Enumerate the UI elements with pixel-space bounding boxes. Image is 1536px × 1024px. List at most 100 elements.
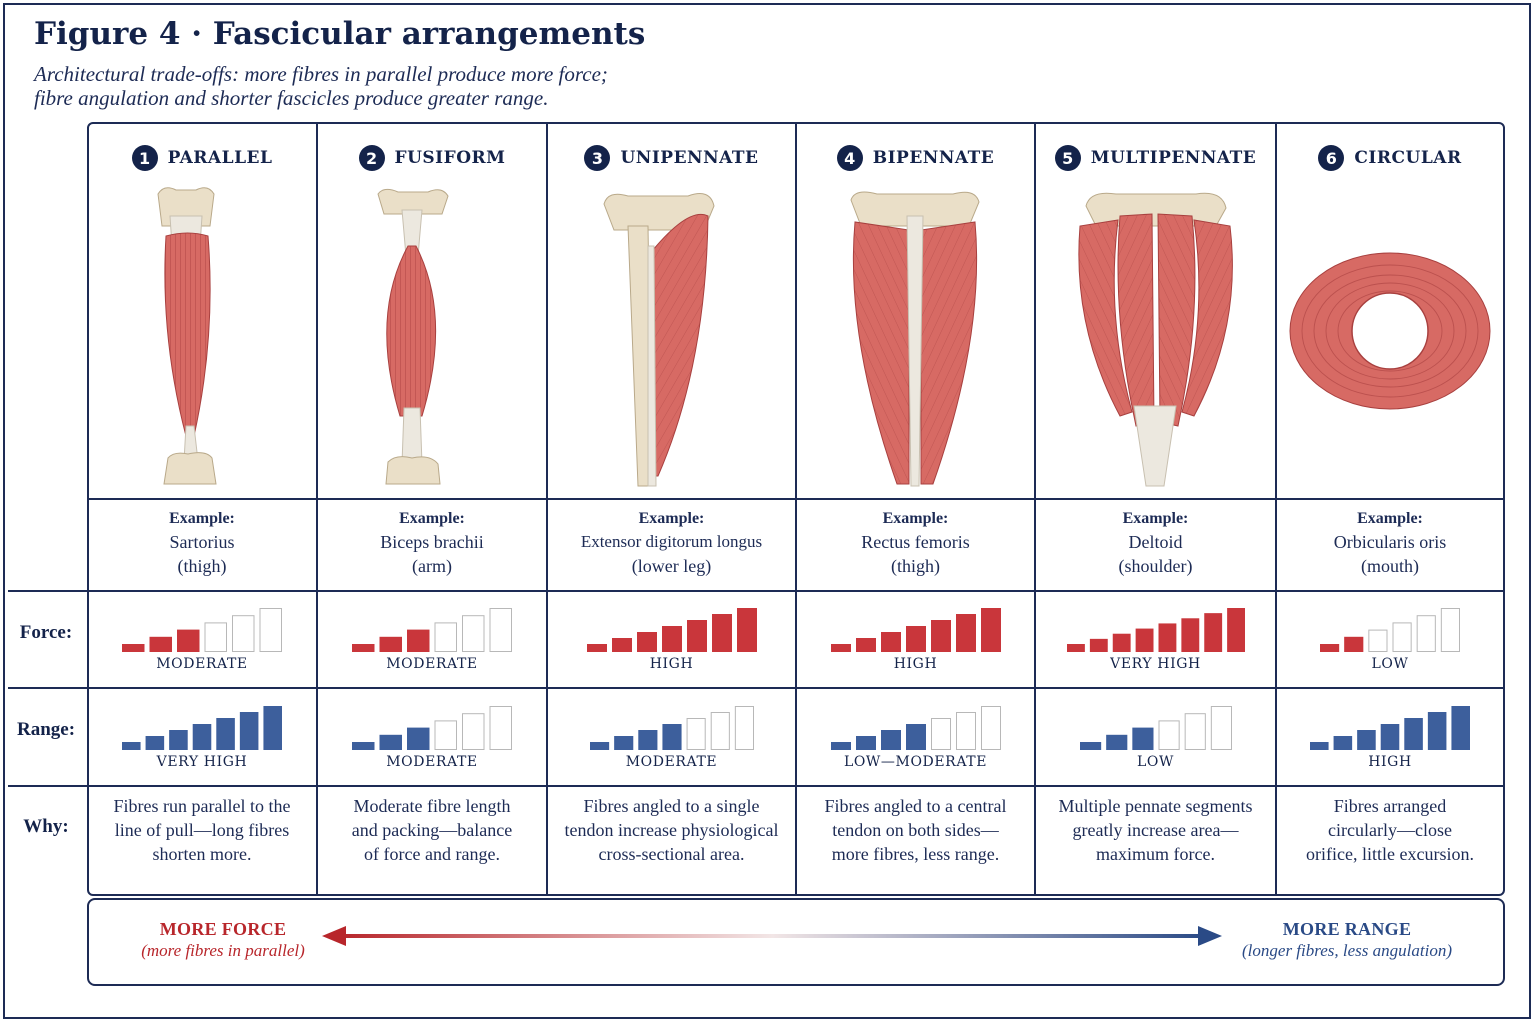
why-line: and packing—balance [351, 820, 513, 840]
why-unipennate: Fibres angled to a single tendon increas… [548, 794, 795, 866]
example-label: Example: [169, 510, 235, 527]
example-muscle: Deltoid [1128, 532, 1183, 552]
column-header-unipennate: 3 UNIPENNATE [548, 142, 795, 174]
force-bars [352, 608, 512, 652]
range-level-bar [880, 730, 901, 750]
number-badge: 4 [836, 145, 863, 171]
parallel-muscle-illustration [157, 187, 217, 485]
why-line: Multiple pennate segments [1058, 796, 1253, 816]
range-level-bar [1210, 706, 1232, 750]
more-force-title: MORE FORCE [159, 919, 287, 939]
range-level-bar [855, 736, 876, 750]
force-level-bar [232, 615, 255, 652]
column-header-bipennate: 4 BIPENNATE [797, 142, 1034, 174]
more-range-label: MORE RANGE (longer fibres, less angulati… [1222, 918, 1472, 962]
force-level-label: MODERATE [156, 656, 248, 672]
range-level-label: VERY HIGH [156, 754, 248, 770]
column-divider [1275, 122, 1277, 896]
number-badge: 2 [358, 145, 385, 171]
range-bars [830, 706, 1001, 750]
range-level-bar [1333, 736, 1353, 750]
why-fusiform: Moderate fibre length and packing—balanc… [318, 794, 546, 866]
range-level-label: MODERATE [625, 754, 718, 770]
force-level-label: MODERATE [386, 656, 478, 672]
force-level-bar [462, 615, 485, 652]
circular-muscle-illustration [1289, 252, 1491, 410]
example-region: (thigh) [891, 556, 940, 576]
range-level-bar [1079, 742, 1101, 750]
example-multipennate: Example: Deltoid (shoulder) [1036, 508, 1275, 584]
force-level-bar [352, 644, 375, 652]
force-meter-bipennate: HIGH [797, 604, 1034, 672]
example-muscle: Orbicularis oris [1333, 532, 1447, 552]
example-region: (arm) [412, 556, 452, 576]
range-meter-fusiform: MODERATE [318, 702, 546, 770]
example-label: Example: [399, 510, 465, 527]
example-label: Example: [638, 510, 705, 527]
why-line: Fibres angled to a central [824, 796, 1007, 816]
why-line: circularly—close [1328, 820, 1452, 840]
range-level-bar [1357, 730, 1376, 750]
example-unipennate: Example: Extensor digitorum longus (lowe… [548, 508, 795, 584]
force-level-bar [259, 608, 282, 652]
why-line: tendon increase physiological [564, 820, 779, 840]
unipennate-muscle-illustration [603, 193, 715, 487]
example-muscle: Extensor digitorum longus [580, 532, 763, 551]
range-bars [1079, 706, 1232, 750]
range-level-bar [407, 727, 430, 750]
figure-subtitle: Architectural trade-offs: more fibres in… [34, 62, 794, 110]
force-level-bar [434, 622, 457, 652]
force-bars [1066, 608, 1245, 652]
range-level-bar [192, 724, 212, 750]
range-level-bar [352, 742, 375, 750]
force-level-bar [1226, 608, 1245, 652]
range-level-bar [462, 713, 485, 750]
range-level-bar [122, 742, 141, 750]
range-level-bar [613, 736, 633, 750]
range-level-bar [263, 706, 282, 750]
force-level-label: VERY HIGH [1110, 656, 1201, 672]
force-level-bar [1158, 623, 1176, 652]
force-level-bar [930, 620, 951, 652]
range-level-bar [955, 712, 976, 750]
example-label: Example: [1357, 510, 1423, 527]
why-multipennate: Multiple pennate segments greatly increa… [1036, 794, 1275, 866]
range-bars [122, 706, 282, 750]
arrangement-name: UNIPENNATE [620, 148, 759, 168]
force-level-bar [1416, 615, 1436, 652]
subtitle-line: Architectural trade-offs: more fibres in… [34, 62, 608, 86]
force-meter-circular: LOW [1277, 604, 1503, 672]
force-level-label: LOW [1371, 656, 1409, 672]
why-line: cross-sectional area. [598, 844, 745, 864]
range-bars [1310, 706, 1470, 750]
range-level-label: LOW [1137, 754, 1174, 770]
range-level-bar [1184, 713, 1206, 750]
range-level-label: HIGH [1368, 754, 1412, 770]
force-level-bar [736, 608, 757, 652]
force-level-bar [122, 644, 145, 652]
range-level-bar [169, 730, 188, 750]
range-level-bar [145, 736, 165, 750]
force-level-bar [711, 614, 732, 652]
range-level-bar [1105, 734, 1127, 750]
double-headed-arrow-icon [322, 926, 1222, 946]
more-force-label: MORE FORCE (more fibres in parallel) [128, 918, 318, 962]
range-level-bar [980, 706, 1001, 750]
number-badge: 3 [584, 145, 611, 171]
force-level-bar [1089, 638, 1108, 652]
force-level-bar [1344, 636, 1364, 652]
why-line: maximum force. [1096, 844, 1215, 864]
why-line: shorten more. [152, 844, 252, 864]
arrangement-name: BIPENNATE [872, 148, 995, 168]
column-header-parallel: 1 PARALLEL [88, 142, 316, 174]
row-label-force: Force: [19, 622, 73, 643]
force-level-bar [1440, 608, 1460, 652]
range-meter-multipennate: LOW [1036, 702, 1275, 770]
example-muscle: Sartorius [169, 532, 235, 552]
why-line: orifice, little excursion. [1306, 844, 1474, 864]
example-bipennate: Example: Rectus femoris (thigh) [797, 508, 1034, 584]
force-level-label: HIGH [893, 656, 938, 672]
number-badge: 5 [1054, 145, 1081, 171]
force-level-bar [880, 632, 901, 652]
example-region: (lower leg) [631, 556, 712, 576]
